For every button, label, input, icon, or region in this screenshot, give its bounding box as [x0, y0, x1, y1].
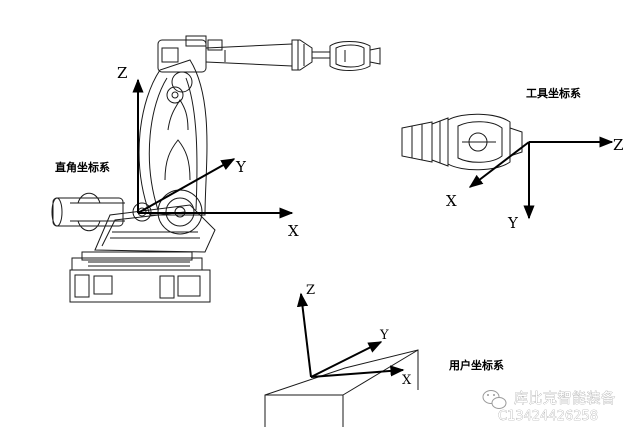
base-z-label: Z — [117, 64, 127, 82]
user-z-label: Z — [306, 283, 315, 298]
tool-x-label: X — [446, 192, 457, 210]
base-y-label: Y — [235, 158, 247, 176]
base-frame-title: 直角坐标系 — [55, 160, 110, 174]
wechat-icon — [482, 390, 507, 409]
user-y-axis — [310, 341, 383, 378]
user-frame: Z Y X 用户坐标系 — [296, 283, 504, 388]
tool-z-label: Z — [613, 136, 623, 154]
tool-x-axis — [468, 141, 530, 188]
tool-y-label: Y — [507, 214, 519, 232]
robot-arm-drawing — [51, 35, 381, 303]
user-x-axis — [310, 365, 405, 378]
base-x-label: X — [288, 222, 299, 240]
base-y-axis — [137, 158, 236, 214]
user-x-label: X — [402, 373, 412, 388]
tool-flange-drawing — [401, 113, 523, 171]
base-frame: Z X Y 直角坐标系 — [55, 64, 299, 240]
tool-frame-title: 工具坐标系 — [526, 86, 581, 100]
watermark: 库比克智能装备 C13424426258 — [482, 390, 616, 424]
watermark-phone: C13424426258 — [498, 409, 598, 424]
watermark-name: 库比克智能装备 — [514, 390, 616, 407]
tool-frame: Z Y X 工具坐标系 — [446, 86, 623, 232]
user-y-label: Y — [379, 328, 389, 343]
user-frame-title: 用户坐标系 — [449, 358, 504, 372]
user-z-axis — [296, 292, 312, 378]
